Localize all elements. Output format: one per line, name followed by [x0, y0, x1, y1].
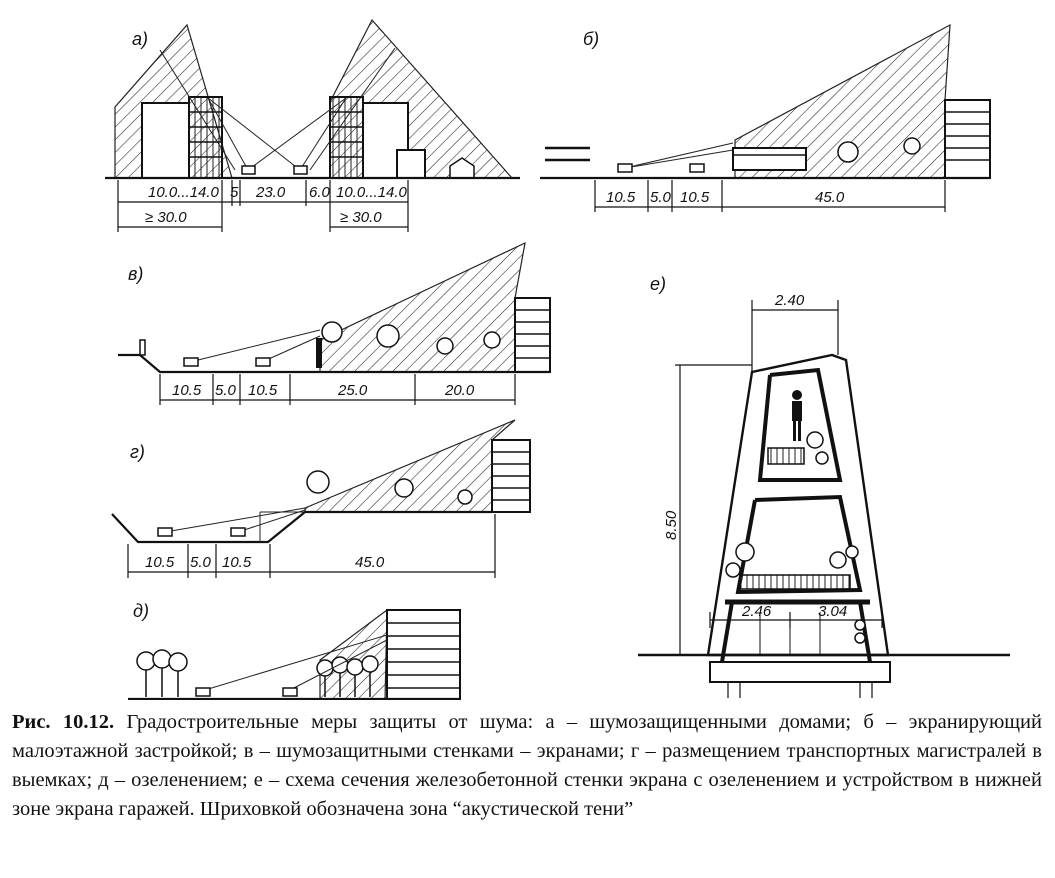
panel-g-label: г): [130, 442, 145, 462]
car: [293, 165, 308, 175]
figure-drawing: а): [105, 18, 1010, 700]
dimension-label: 10.5: [222, 554, 252, 571]
car: [282, 687, 298, 697]
car: [689, 163, 705, 173]
dimension-label: 10.5: [606, 189, 636, 206]
building: [386, 609, 461, 700]
acoustic-shadow-zone: [319, 608, 388, 700]
acoustic-shadow-zone: [304, 419, 516, 513]
building-stair: [188, 96, 223, 179]
dimension-label: 2.46: [741, 603, 772, 620]
tree: [394, 478, 414, 498]
dimension-label: 5.0: [215, 382, 237, 399]
car: [183, 357, 199, 367]
dimension-label: 10.5: [680, 189, 710, 206]
dimension-label: 10.0...14.0: [336, 184, 408, 201]
greenery: [725, 431, 866, 644]
dimension-label: 45.0: [815, 189, 845, 206]
person-figure: [792, 390, 802, 441]
dimension-label: ≥ 30.0: [340, 209, 382, 226]
building: [944, 99, 991, 179]
car: [157, 527, 173, 537]
panel-v-label: в): [128, 264, 143, 284]
panel-g: г) 10.5 5.0 10.5 45.0: [111, 419, 531, 578]
dimension-label: 10.5: [145, 554, 175, 571]
dimension-label: 23.0: [255, 184, 286, 201]
building: [141, 102, 190, 179]
panel-e-label: е): [650, 274, 666, 294]
car: [241, 165, 256, 175]
dimension-label: 5.0: [650, 189, 672, 206]
panel-v: в) 10.5 5.0 10.5 25.0 20.0: [118, 241, 551, 405]
tree-row: [136, 649, 379, 697]
panel-e: е): [638, 274, 1010, 698]
tree: [457, 489, 473, 505]
panel-a: а): [105, 18, 520, 232]
planter: [739, 574, 851, 590]
tree: [306, 470, 330, 494]
building-stair: [329, 96, 364, 179]
dimension-label: 5: [230, 184, 239, 201]
dimension-label: 8.50: [663, 510, 680, 540]
planter: [767, 447, 805, 465]
foundation: [709, 661, 891, 683]
dimension-label: 10.5: [248, 382, 278, 399]
tree: [436, 337, 454, 355]
car: [255, 357, 271, 367]
dimension-label: 5.0: [190, 554, 212, 571]
car: [617, 163, 633, 173]
small-house: [396, 149, 426, 179]
dimension-label: 10.5: [172, 382, 202, 399]
car: [230, 527, 246, 537]
dimension-label: 2.40: [774, 292, 805, 309]
upper-frame: [757, 367, 843, 482]
acoustic-shadow-zone: [319, 241, 526, 373]
car: [195, 687, 211, 697]
tree: [483, 331, 501, 349]
panel-b-label: б): [583, 29, 599, 49]
dimension-label: ≥ 30.0: [145, 209, 187, 226]
dimension-label: 6.0: [309, 184, 331, 201]
panel-d: д): [128, 601, 461, 700]
tree: [321, 321, 343, 343]
tree: [903, 137, 921, 155]
noise-barrier-wall: [316, 338, 322, 368]
low-rise-building: [732, 147, 807, 171]
caption-prefix: Рис. 10.12.: [12, 711, 115, 733]
dimension-label: 20.0: [444, 382, 475, 399]
dimension-label: 10.0...14.0: [148, 184, 220, 201]
tree: [837, 141, 859, 163]
caption-text: Градостроительные меры защиты от шума: а…: [12, 711, 1042, 820]
tree: [376, 324, 400, 348]
panel-d-label: д): [133, 601, 149, 621]
dimension-label: 45.0: [355, 554, 385, 571]
figure-caption: Рис. 10.12. Градостроительные меры защит…: [12, 708, 1042, 824]
panel-a-label: а): [132, 29, 148, 49]
dimension-label: 3.04: [818, 603, 847, 620]
building: [514, 297, 551, 373]
dimension-label: 25.0: [337, 382, 368, 399]
panel-b: б) 10.5 5.0 10.5 45.0: [540, 23, 991, 212]
